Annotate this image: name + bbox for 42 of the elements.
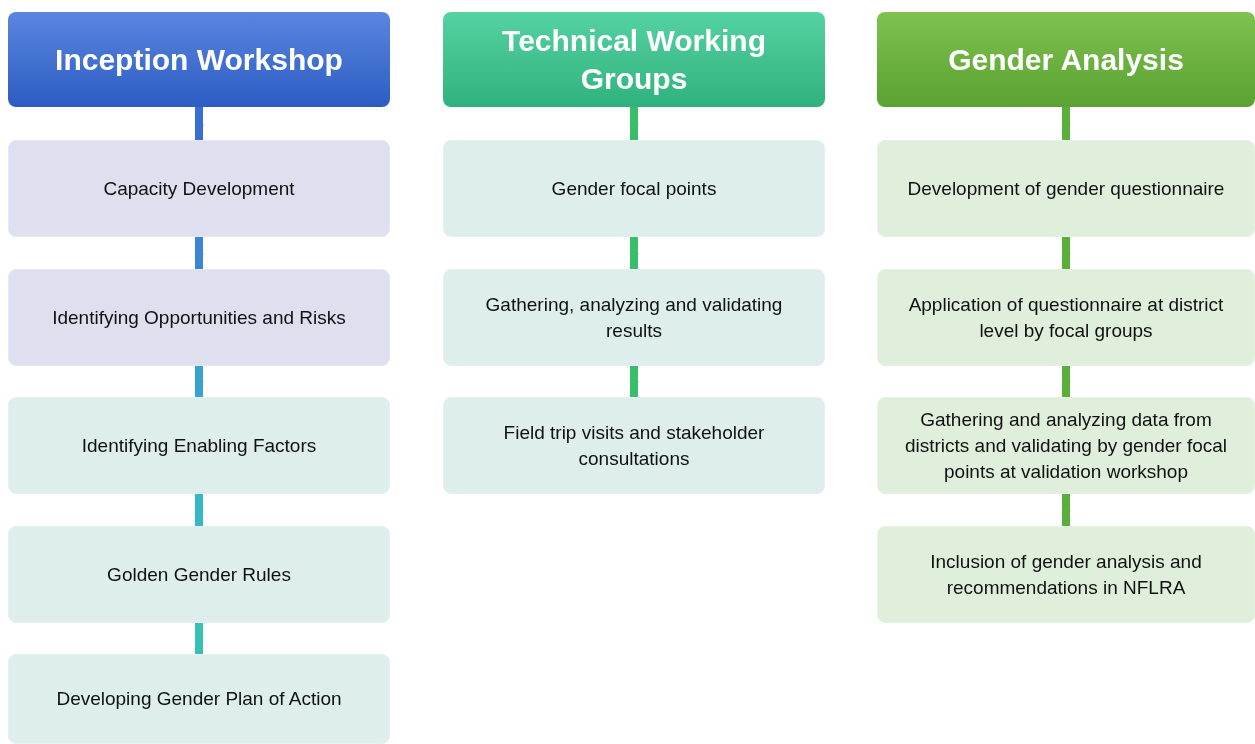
arrow (629, 107, 639, 140)
arrow (629, 366, 639, 397)
step-text: Development of gender questionnaire (907, 176, 1225, 201)
arrow (1061, 494, 1071, 526)
arrow (629, 237, 639, 269)
header-box (443, 12, 825, 107)
step-box (8, 654, 390, 744)
step-box (443, 269, 825, 366)
step-box (877, 140, 1255, 237)
step-text: Capacity Development (103, 176, 295, 201)
step-text: Gathering and analyzing data from districts and validating by gender focal points at validation workshop (903, 407, 1229, 484)
arrow (1061, 237, 1071, 269)
step-box (877, 397, 1255, 494)
step-box (8, 269, 390, 366)
heading: Technical Working Groups (501, 22, 767, 97)
step-text: Field trip visits and stakeholder consultations (502, 420, 766, 471)
step-box (443, 397, 825, 494)
arrow (194, 623, 204, 654)
step-text: Application of questionnaire at district level by focal groups (907, 292, 1225, 343)
step-text: Gender focal points (551, 176, 717, 201)
step-box (8, 140, 390, 237)
arrow (194, 366, 204, 397)
arrow (1061, 107, 1071, 140)
arrow (194, 494, 204, 526)
heading: Inception Workshop (55, 41, 343, 78)
step-text: Identifying Opportunities and Risks (52, 305, 346, 330)
step-text: Developing Gender Plan of Action (56, 687, 342, 711)
step-box (8, 397, 390, 494)
arrow (1061, 366, 1071, 397)
step-box (877, 269, 1255, 366)
step-text: Gathering, analyzing and validating results (484, 292, 784, 343)
step-text: Identifying Enabling Factors (81, 433, 317, 458)
step-box (443, 140, 825, 237)
header-box (8, 12, 390, 107)
step-text: Inclusion of gender analysis and recommendations in NFLRA (929, 549, 1203, 600)
step-text: Golden Gender Rules (107, 562, 291, 587)
arrow (194, 237, 204, 269)
arrow (194, 107, 204, 140)
header-box (877, 12, 1255, 107)
step-box (8, 526, 390, 623)
step-box (877, 526, 1255, 623)
heading: Gender Analysis (948, 41, 1184, 78)
